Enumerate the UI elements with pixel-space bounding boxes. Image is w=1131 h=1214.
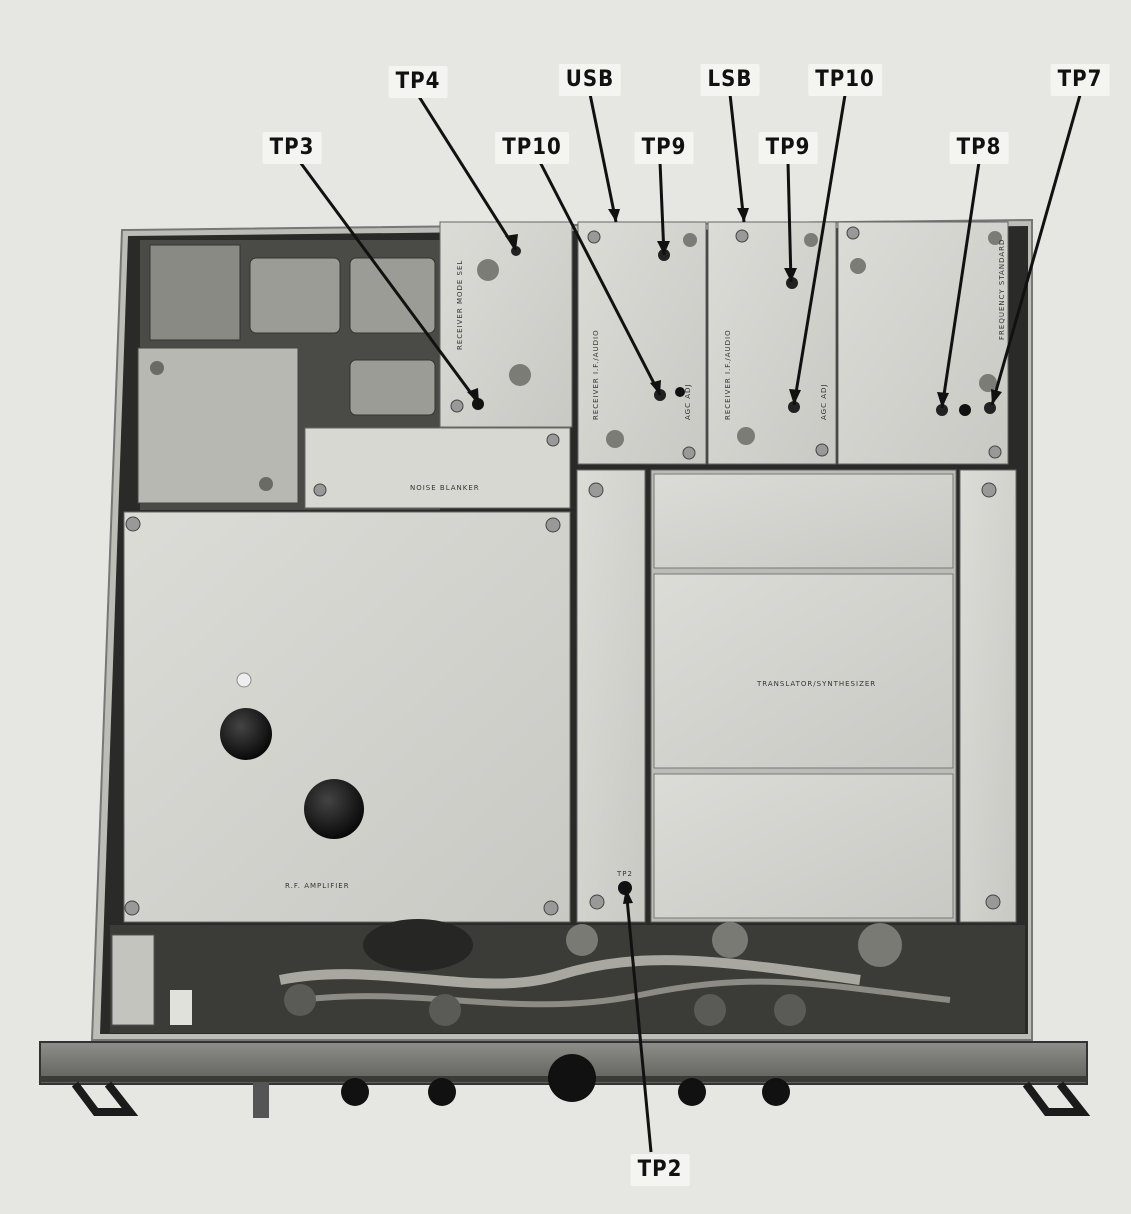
usb-agc-adj-label: AGC ADJ bbox=[684, 384, 692, 420]
receiver-mode-sel-label: RECEIVER MODE SEL bbox=[456, 260, 464, 350]
tp7-callout: TP7 bbox=[1050, 64, 1110, 96]
usb-callout: USB bbox=[558, 64, 622, 96]
tp8-callout: TP8 bbox=[949, 132, 1009, 164]
tp2-small-label: TP2 bbox=[616, 870, 633, 878]
rf-amplifier-label: R.F. AMPLIFIER bbox=[285, 882, 350, 890]
tp10-left-callout: TP10 bbox=[495, 132, 569, 164]
tp3-callout: TP3 bbox=[262, 132, 322, 164]
lsb-callout: LSB bbox=[700, 64, 760, 96]
lsb-agc-adj-label: AGC ADJ bbox=[820, 384, 828, 420]
tp2-callout: TP2 bbox=[630, 1154, 690, 1186]
tp10-top-callout: TP10 bbox=[808, 64, 882, 96]
noise-blanker-label: NOISE BLANKER bbox=[410, 484, 480, 492]
tp9-usb-callout: TP9 bbox=[634, 132, 694, 164]
lsb-module-label: RECEIVER I.F./AUDIO bbox=[724, 329, 732, 420]
tp9-lsb-callout: TP9 bbox=[758, 132, 818, 164]
frequency-standard-label: FREQUENCY STANDARD bbox=[998, 239, 1006, 340]
tp4-callout: TP4 bbox=[388, 66, 448, 98]
usb-module-label: RECEIVER I.F./AUDIO bbox=[592, 329, 600, 420]
translator-synthesizer-label: TRANSLATOR/SYNTHESIZER bbox=[756, 680, 876, 688]
